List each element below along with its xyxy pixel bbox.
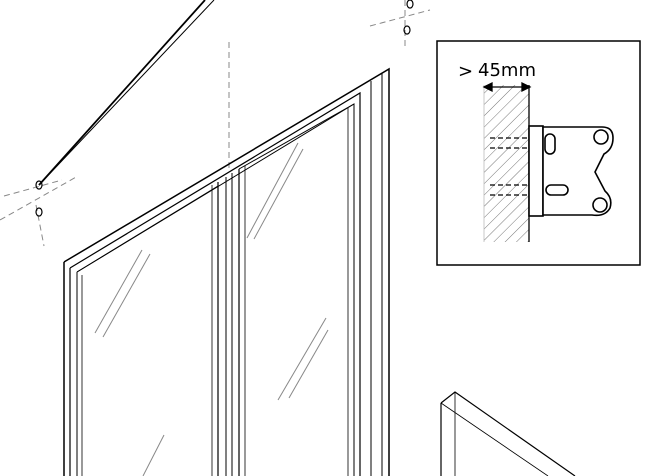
greater-than-symbol: > [458,61,473,82]
glass-reflections [94,142,329,476]
screw-marks [35,0,414,217]
screw-icon [35,207,43,217]
measurement-arrow [482,81,532,93]
screw-icon [406,0,414,9]
drill-line [38,0,215,186]
bottom-wall-piece [440,391,576,476]
screw-icon [35,180,43,190]
sliding-door-assembly [63,67,390,476]
dashed-guide-lines [0,0,431,247]
wall-bracket [528,125,614,217]
depth-label: 45mm [478,60,536,81]
wall-section [484,85,529,242]
screw-holes [490,137,545,196]
detail-callout: > 45mm [436,40,641,266]
screw-icon [403,25,411,35]
